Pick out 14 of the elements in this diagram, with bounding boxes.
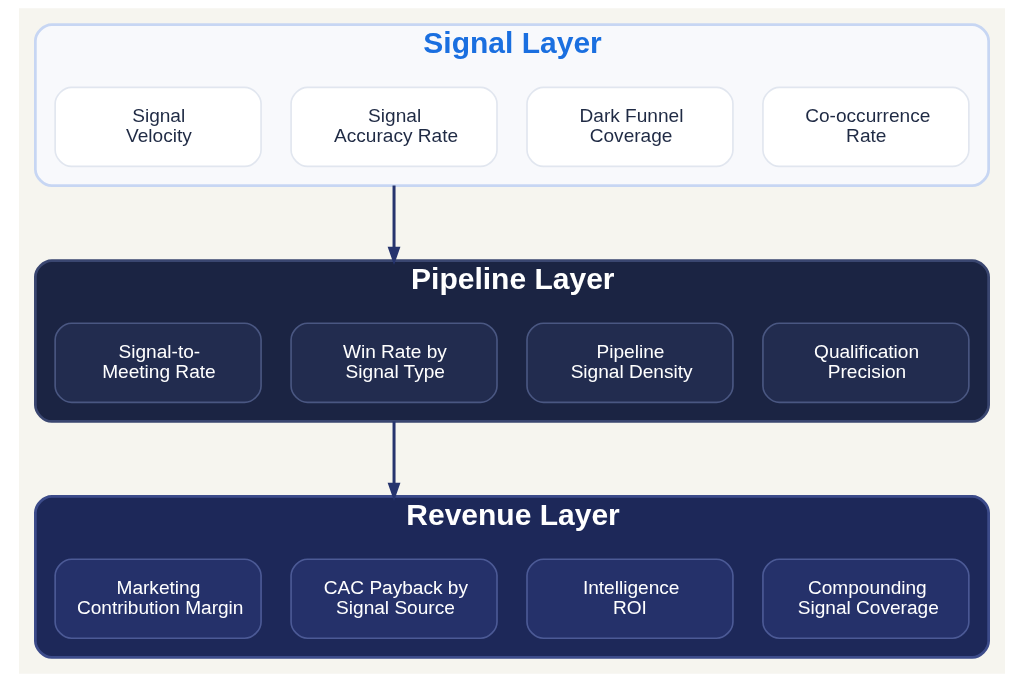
node-box: Pipeline Signal Density [526,322,734,404]
node-box: Signal Velocity [54,86,262,168]
node-box: CAC Payback by Signal Source [290,558,498,640]
node-box: Dark Funnel Coverage [526,86,734,168]
node-box: Qualification Precision [762,322,970,404]
node-box: Compounding Signal Coverage [762,558,970,640]
arrow [387,421,401,501]
node-box: Intelligence ROI [526,558,734,640]
node-box: Co-occurrence Rate [762,86,970,168]
node-box: Signal Accuracy Rate [290,86,498,168]
arrow [387,185,401,266]
node-box: Marketing Contribution Margin [54,558,262,640]
node-box: Signal-to-Meeting Rate [54,322,262,404]
node-box: Win Rate by Signal Type [290,322,498,404]
